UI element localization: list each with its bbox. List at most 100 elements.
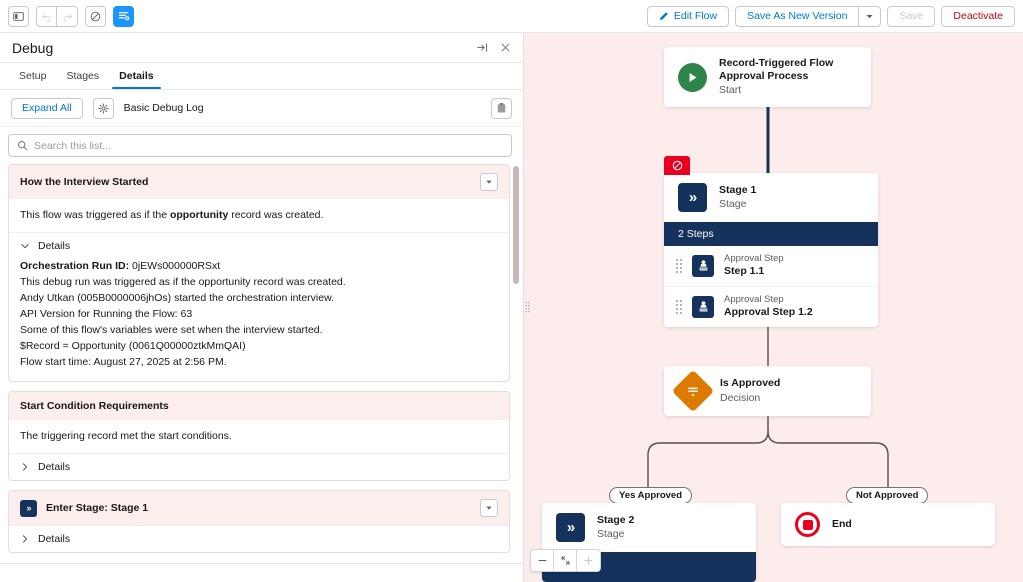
expand-all-button[interactable]: Expand All xyxy=(11,97,83,119)
panel-resize-handle[interactable] xyxy=(523,297,532,319)
edit-flow-button[interactable]: Edit Flow xyxy=(646,5,730,27)
drag-grip-icon[interactable] xyxy=(676,299,682,314)
step-row[interactable]: Approval Step Step 1.1 xyxy=(664,246,878,287)
deactivate-button[interactable]: Deactivate xyxy=(941,5,1015,27)
detail-line-4: Some of this flow's variables were set w… xyxy=(20,324,323,337)
branch-label-yes-approved[interactable]: Yes Approved xyxy=(609,487,693,504)
node-decision[interactable]: Is Approved Decision xyxy=(664,366,871,416)
undo-redo-group xyxy=(36,5,78,27)
log-card-collapse-button[interactable] xyxy=(480,173,498,191)
debug-panel: Debug xyxy=(0,33,530,582)
log-card-title: Start Condition Requirements xyxy=(20,399,169,412)
step-row[interactable]: Approval Step Approval Step 1.2 xyxy=(664,286,878,327)
decision-glyph xyxy=(686,384,700,398)
node-stage-2-subtitle: Stage xyxy=(597,528,625,540)
details-toggle-expanded[interactable]: Details xyxy=(9,233,509,259)
node-decision-text: Is Approved Decision xyxy=(720,377,780,404)
save-as-new-version-button[interactable]: Save As New Version xyxy=(735,5,859,27)
end-icon xyxy=(795,512,820,537)
search-icon xyxy=(18,141,28,151)
redo-button[interactable] xyxy=(57,5,78,27)
search-input[interactable] xyxy=(34,139,503,152)
tab-setup-label: Setup xyxy=(19,70,47,82)
detail-line-0-label: Orchestration Run ID: xyxy=(20,260,130,273)
tab-details[interactable]: Details xyxy=(109,63,163,89)
chevron-down-icon xyxy=(486,180,492,184)
approval-stamp-icon xyxy=(692,254,714,277)
panel-header-actions xyxy=(476,41,511,54)
details-toggle-collapsed[interactable]: Details xyxy=(9,526,509,552)
pencil-icon xyxy=(659,12,668,20)
save-button[interactable]: Save xyxy=(887,5,936,27)
expand-panel-button[interactable] xyxy=(476,41,489,54)
node-start-subtitle: Start xyxy=(719,84,742,97)
panel-scrollbar-thumb[interactable] xyxy=(513,166,519,284)
log-card-interview-started: How the Interview Started This flow was … xyxy=(8,164,510,382)
log-settings-button[interactable] xyxy=(92,97,114,119)
node-error-badge[interactable] xyxy=(664,156,690,175)
step-kind: Approval Step xyxy=(724,253,784,264)
top-toolbar: Edit Flow Save As New Version Save Deact… xyxy=(0,0,1023,33)
tab-stages[interactable]: Stages xyxy=(56,63,109,89)
stage-icon: » xyxy=(556,513,585,542)
drag-grip-icon[interactable] xyxy=(676,258,682,273)
zoom-to-fit-button[interactable] xyxy=(554,550,577,571)
play-glyph xyxy=(689,72,697,82)
zoom-out-button[interactable] xyxy=(531,550,554,571)
undo-button[interactable] xyxy=(36,5,57,27)
detail-line-5: $Record = Opportunity (0061Q00000ztkMmQA… xyxy=(20,339,246,352)
log-card-collapse-button[interactable] xyxy=(480,499,498,518)
flow-errors-button[interactable] xyxy=(85,5,106,27)
step-text: Approval Step Step 1.1 xyxy=(724,253,784,279)
stage-icon: » xyxy=(678,183,707,212)
details-toggle-collapsed[interactable]: Details xyxy=(9,454,509,480)
flow-canvas[interactable]: Record-Triggered Flow Approval Process S… xyxy=(524,33,1023,582)
debug-log-name: Basic Debug Log xyxy=(123,102,204,114)
node-stage-1-subtitle: Stage xyxy=(719,198,747,210)
debug-log-list[interactable]: How the Interview Started This flow was … xyxy=(0,164,523,563)
minus-icon xyxy=(538,559,546,562)
tab-stages-label: Stages xyxy=(66,70,100,82)
close-panel-button[interactable] xyxy=(500,42,511,53)
node-end-name: End xyxy=(832,517,852,530)
node-stage-1-text: Stage 1 Stage xyxy=(719,184,756,211)
detail-line-0: Orchestration Run ID: 0jEWs000000RSxt xyxy=(20,259,498,275)
save-options-caret-button[interactable] xyxy=(858,5,882,27)
node-start[interactable]: Record-Triggered Flow Approval Process S… xyxy=(664,47,871,108)
step-text: Approval Step Approval Step 1.2 xyxy=(724,294,813,320)
ban-icon xyxy=(672,160,682,171)
search-container xyxy=(0,127,523,164)
search-box[interactable] xyxy=(8,134,512,157)
branch-label-text: Yes Approved xyxy=(619,490,683,501)
flow-connectors xyxy=(647,95,889,503)
details-label: Details xyxy=(38,240,71,253)
details-label: Details xyxy=(38,461,71,474)
log-card-header[interactable]: Start Condition Requirements xyxy=(9,391,509,420)
node-stage-2-header: » Stage 2 Stage xyxy=(542,503,756,552)
save-as-new-version-label: Save As New Version xyxy=(747,10,848,22)
detail-line-0-value: 0jEWs000000RSxt xyxy=(129,260,221,273)
detail-line-3: API Version for Running the Flow: 63 xyxy=(20,308,193,321)
log-card-title: How the Interview Started xyxy=(20,176,149,188)
expand-panel-icon xyxy=(477,43,488,52)
log-card-header[interactable]: How the Interview Started xyxy=(9,165,509,199)
save-as-new-version-split: Save As New Version xyxy=(735,5,882,27)
tab-setup[interactable]: Setup xyxy=(9,63,56,89)
node-end[interactable]: End xyxy=(781,503,995,546)
debug-details-button[interactable] xyxy=(113,5,134,27)
step-name: Approval Step 1.2 xyxy=(724,306,813,319)
deactivate-label: Deactivate xyxy=(953,10,1003,22)
log-card-start-conditions: Start Condition Requirements The trigger… xyxy=(8,390,510,482)
end-square xyxy=(802,519,813,530)
zoom-in-button[interactable] xyxy=(577,550,600,571)
copy-log-button[interactable] xyxy=(491,97,512,119)
toggle-left-panel-button[interactable] xyxy=(8,5,29,27)
clipboard-icon xyxy=(497,102,506,113)
save-label: Save xyxy=(899,10,924,22)
undo-icon xyxy=(41,13,51,22)
toolbar-right-group: Edit Flow Save As New Version Save Deact… xyxy=(646,5,1015,27)
node-stage-1[interactable]: » Stage 1 Stage 2 Steps xyxy=(664,156,878,327)
chevron-down-icon xyxy=(21,244,29,249)
log-card-header[interactable]: » Enter Stage: Stage 1 xyxy=(9,491,509,526)
